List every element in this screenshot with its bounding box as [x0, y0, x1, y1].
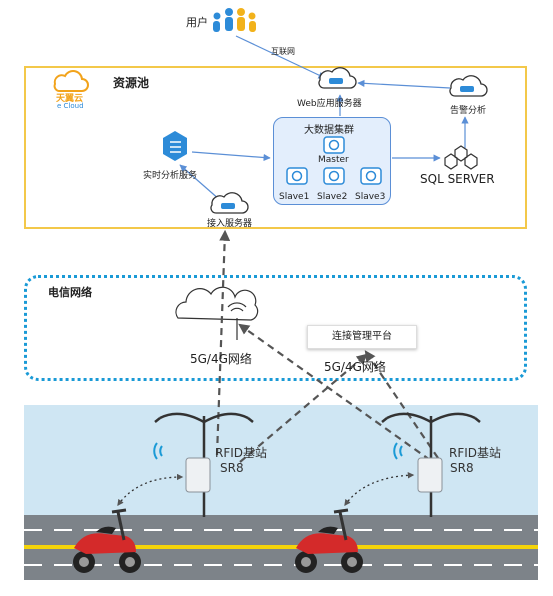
- access-to-realtime-arrow: [179, 164, 221, 201]
- user-label: 用户: [186, 16, 208, 29]
- web-server-icon: [318, 67, 357, 89]
- web-server-label: Web应用服务器: [297, 99, 362, 109]
- wifi-signal-left: [153, 442, 163, 460]
- telecom-title: 电信网络: [48, 286, 92, 299]
- slave1-label: Slave1: [279, 192, 310, 202]
- wifi-signal-right: [393, 442, 403, 460]
- realtime-label: 实时分析服务: [143, 171, 198, 181]
- dashed-links: [215, 229, 439, 463]
- sql-server-label: SQL SERVER: [420, 172, 495, 186]
- ecloud-logo-text: 天翼云: [56, 94, 84, 104]
- scooter-right: [295, 508, 363, 573]
- sql-server-icon: [444, 145, 478, 170]
- network-label-right: 5G/4G网络: [324, 360, 386, 374]
- resource-pool-title: 资源池: [113, 76, 150, 90]
- users-icon: [213, 8, 256, 32]
- network-label-left: 5G/4G网络: [190, 352, 252, 366]
- slave1-node-icon: [286, 167, 308, 185]
- scooter-link-left: [117, 473, 184, 507]
- internet-label: 互联网: [271, 47, 295, 56]
- scooter-link-right: [344, 471, 415, 507]
- internet-cloud-icon: [175, 286, 259, 321]
- telecom-network-box: [24, 275, 527, 381]
- alarm-label: 告警分析: [450, 106, 487, 116]
- internet-arrow: [235, 35, 326, 79]
- access-server-icon: [210, 192, 249, 214]
- master-node-icon: [323, 136, 345, 154]
- master-label: Master: [318, 155, 349, 165]
- station-left-model: SR8: [220, 461, 244, 475]
- station-right-model: SR8: [450, 461, 474, 475]
- alarm-to-web-arrow: [357, 79, 451, 89]
- bigdata-cluster-box: [273, 117, 391, 205]
- realtime-analysis-icon: [163, 131, 187, 161]
- platform-box: 连接管理平台: [307, 325, 417, 349]
- rfid-device-left: [185, 457, 211, 493]
- antenna-icon: [227, 302, 247, 340]
- station-right-name: RFID基站: [449, 446, 502, 460]
- realtime-to-cluster-arrow: [191, 151, 271, 162]
- access-server-label: 接入服务器: [207, 219, 253, 229]
- rfid-device-right: [417, 457, 443, 493]
- ecloud-logo-sub: e Cloud: [57, 102, 84, 110]
- scooter-left: [73, 508, 141, 573]
- slave2-label: Slave2: [317, 192, 348, 202]
- slave3-node-icon: [360, 167, 382, 185]
- slave3-label: Slave3: [355, 192, 386, 202]
- ecloud-logo: [53, 70, 89, 92]
- alarm-analysis-icon: [449, 75, 488, 97]
- slave2-node-icon: [323, 167, 345, 185]
- bigdata-title: 大数据集群: [304, 125, 354, 136]
- station-left-name: RFID基站: [215, 446, 268, 460]
